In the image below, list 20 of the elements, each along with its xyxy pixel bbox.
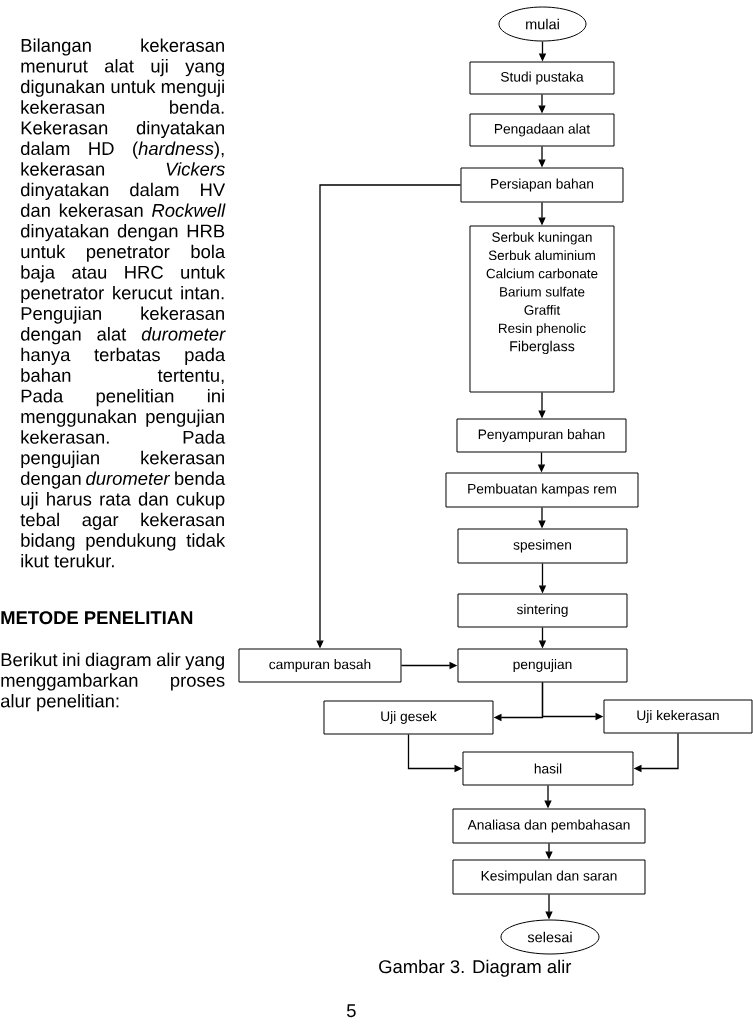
paragraph: Bilangan kekerasan menurut alat uji yang digunakan untuk menguji kekerasan benda. Kekerasan dinyatakan dalam HD (hardness), kekerasan Vickers dinyatakan dalam HV dan kekerasan Rockwell dinyatakan dengan HRB untuk penetrator bola baja atau HRC untuk penetrator kerucut intan. Pengujian kekerasan dengan alat durometer hanya terbatas pada bahan tertentu, Pada penelitian ini menggunakan pengujian kekerasan. Pada pengujian kekerasan dengan durometer benda uji harus rata dan cukup tebal agar kekerasan bidang pendukung tidak ikut terukur.: [20, 38, 226, 568]
process-box: Pembuatan kampas rem: [445, 472, 639, 508]
section-heading: METODE PENELITIAN: [1, 611, 193, 625]
process-box: Uji gesek: [323, 700, 494, 735]
process-box: hasil: [462, 751, 634, 786]
paragraph: Berikut ini diagram alir yang menggambarkan proses alur penelitian:: [1, 652, 225, 712]
process-box: Uji kekerasan: [603, 699, 753, 734]
process-box: spesimen: [457, 528, 628, 564]
process-box: sintering: [457, 593, 628, 628]
process-box: pengujian: [457, 648, 628, 683]
process-box: Analiasa dan pembahasan: [452, 808, 646, 844]
list-box: Serbuk kuningan Serbuk aluminium Calcium carbonate Barium sulfate Graffit Resin phenolic Fiberglass: [469, 225, 615, 393]
process-box: Pengadaan alat: [469, 113, 615, 147]
process-box: campuran basah: [238, 648, 402, 683]
process-box: Kesimpulan dan saran: [452, 859, 646, 895]
process-box: Persiapan bahan: [460, 167, 624, 203]
page-number: 5: [346, 1004, 356, 1018]
process-box: Studi pustaka: [469, 61, 615, 95]
process-box: Penyampuran bahan: [456, 418, 627, 453]
figure-caption: Gambar 3. Diagram alir: [379, 959, 572, 977]
